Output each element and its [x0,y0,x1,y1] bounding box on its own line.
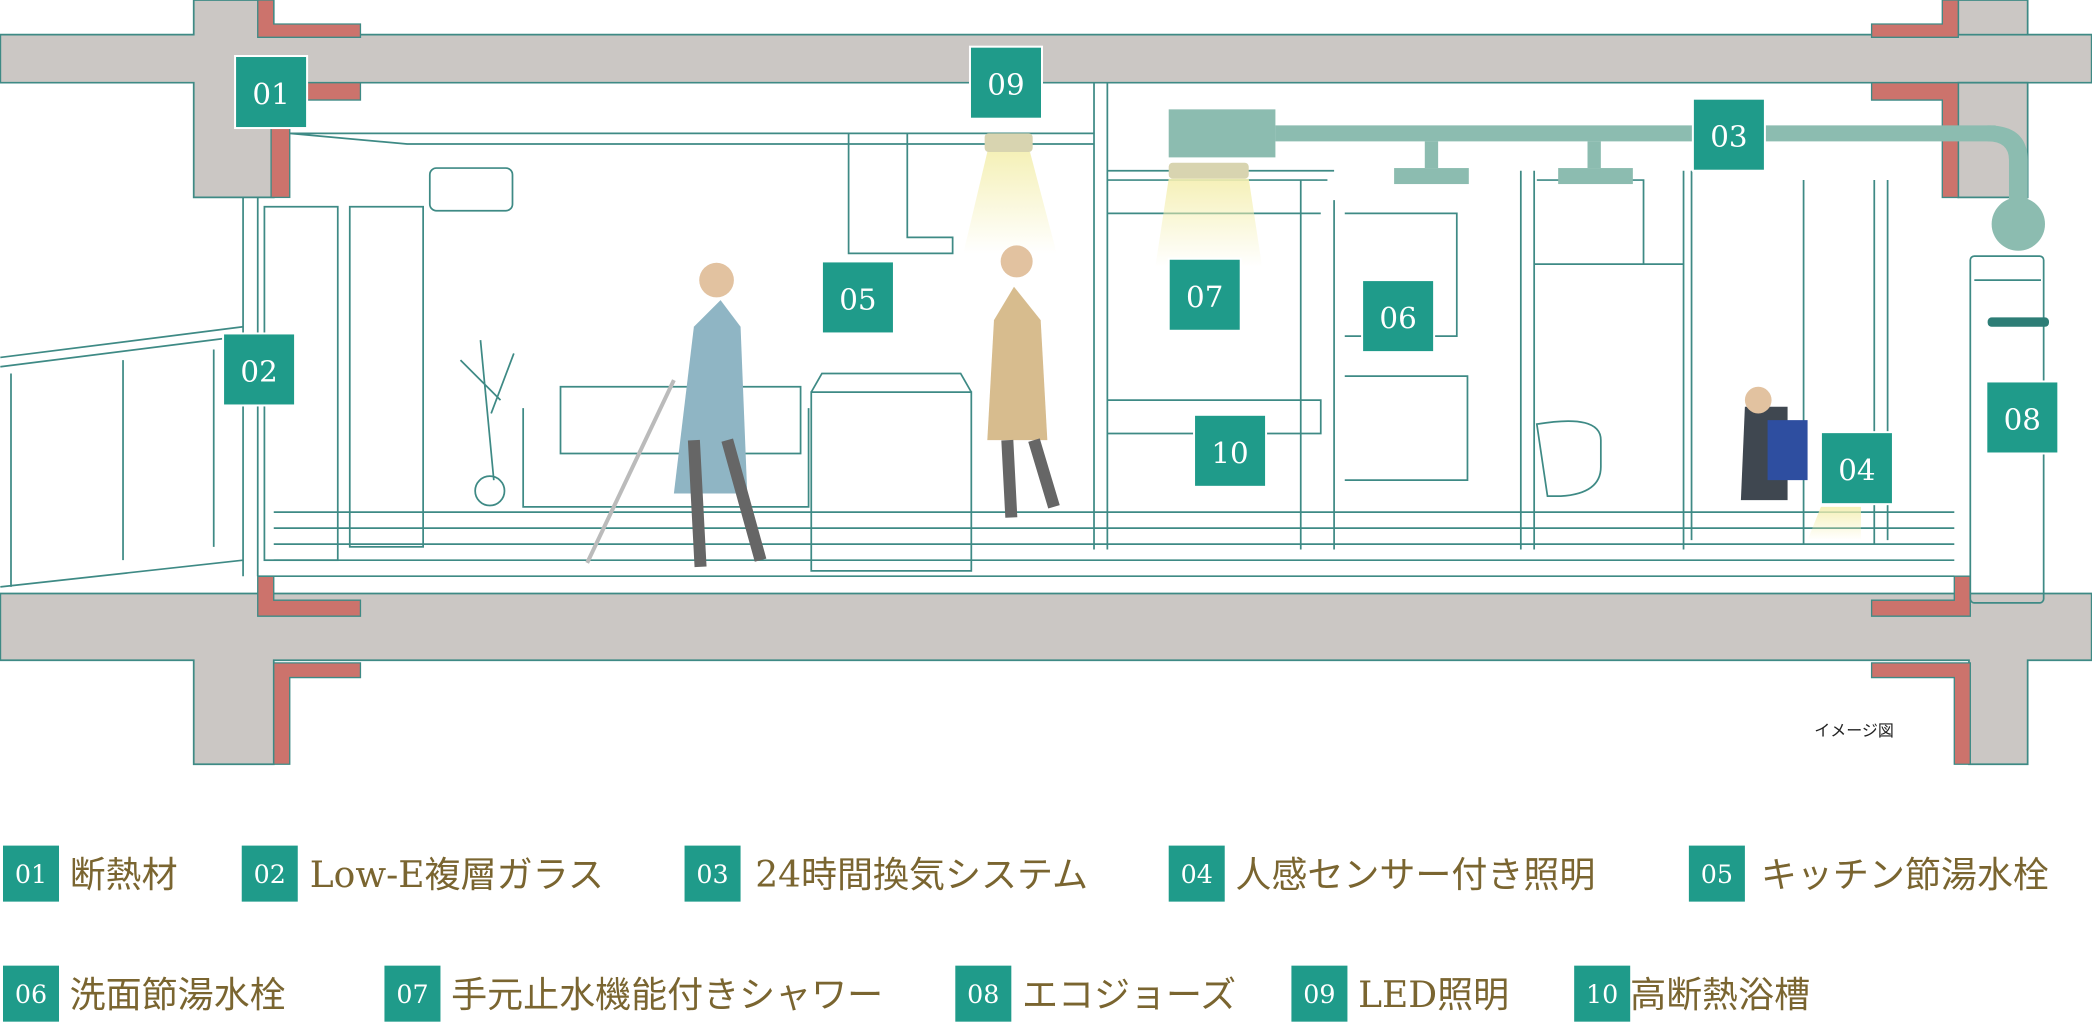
legend-label: キッチン節湯水栓 [1761,855,2049,896]
legend-label: 手元止水機能付きシャワー [451,975,883,1016]
legend-number: 10 [1586,979,1618,1009]
marker-number: 06 [1379,301,1416,335]
legend-number: 01 [15,859,47,889]
legend-badge [1291,965,1348,1022]
legend-badge [1168,845,1225,902]
legend-badge [384,965,441,1022]
legend-number: 08 [967,979,999,1009]
legend-label: エコジョーズ [1022,975,1236,1016]
image-note: イメージ図 [1814,721,1894,740]
people [585,245,1808,568]
marker-02: 02 [222,332,297,407]
legend-label: 高断熱浴槽 [1630,975,1810,1016]
legend-item-01: 01 断熱材 [2,845,178,902]
lights [963,133,1861,541]
legend-badge [1688,845,1745,902]
ventilation-duct [1168,109,2045,251]
legend-label: Low-E複層ガラス [310,855,604,896]
legend-number: 09 [1303,979,1335,1009]
legend-item-03: 03 24時間換気システム [684,845,1088,902]
marker-09: 09 [968,45,1043,120]
legend-item-02: 02 Low-E複層ガラス [241,845,604,902]
marker-number: 01 [252,77,289,111]
marker-number: 02 [240,354,277,388]
marker-04: 04 [1819,431,1894,506]
marker-07: 07 [1167,257,1242,332]
marker-number: 04 [1838,453,1875,487]
marker-08: 08 [1985,380,2060,455]
marker-number: 07 [1186,280,1223,314]
legend-number: 07 [396,979,428,1009]
legend-badge [1574,965,1631,1022]
legend-badge [2,965,60,1022]
legend-item-04: 04 人感センサー付き照明 [1168,845,1595,902]
legend-label: 断熱材 [70,855,178,896]
marker-03: 03 [1691,97,1766,172]
marker-01: 01 [234,55,309,130]
legend-badge [2,845,60,902]
legend-item-05: 05 キッチン節湯水栓 [1688,845,2049,902]
legend-item-06: 06 洗面節湯水栓 [2,965,286,1022]
legend-number: 03 [696,859,728,889]
legend-number: 04 [1181,859,1213,889]
legend-item-07: 07 手元止水機能付きシャワー [384,965,883,1022]
legend-item-10: 10 高断熱浴槽 [1574,965,1810,1022]
legend-label: LED照明 [1358,975,1509,1016]
legend-label: 人感センサー付き照明 [1235,855,1595,896]
legend-item-08: 08 エコジョーズ [955,965,1236,1022]
legend-number: 05 [1701,859,1733,889]
marker-number: 09 [987,68,1024,102]
legend-badge [955,965,1012,1022]
marker-05: 05 [820,260,895,335]
legend-label: 24時間換気システム [755,855,1088,896]
marker-number: 03 [1710,120,1747,154]
legend-badge [241,845,298,902]
marker-number: 05 [839,282,876,316]
legend: 01 断熱材 02 Low-E複層ガラス 03 24時間換気システム 04 人感センサー… [2,845,2049,1022]
legend-number: 06 [15,979,47,1009]
marker-06: 06 [1361,279,1436,354]
legend-label: 洗面節湯水栓 [70,975,286,1016]
marker-number: 10 [1211,436,1248,470]
legend-number: 02 [254,859,286,889]
marker-number: 08 [2004,402,2041,436]
legend-item-09: 09 LED照明 [1291,965,1509,1022]
concrete-structure [0,0,2092,766]
legend-badge [684,845,741,902]
marker-10: 10 [1193,413,1268,488]
